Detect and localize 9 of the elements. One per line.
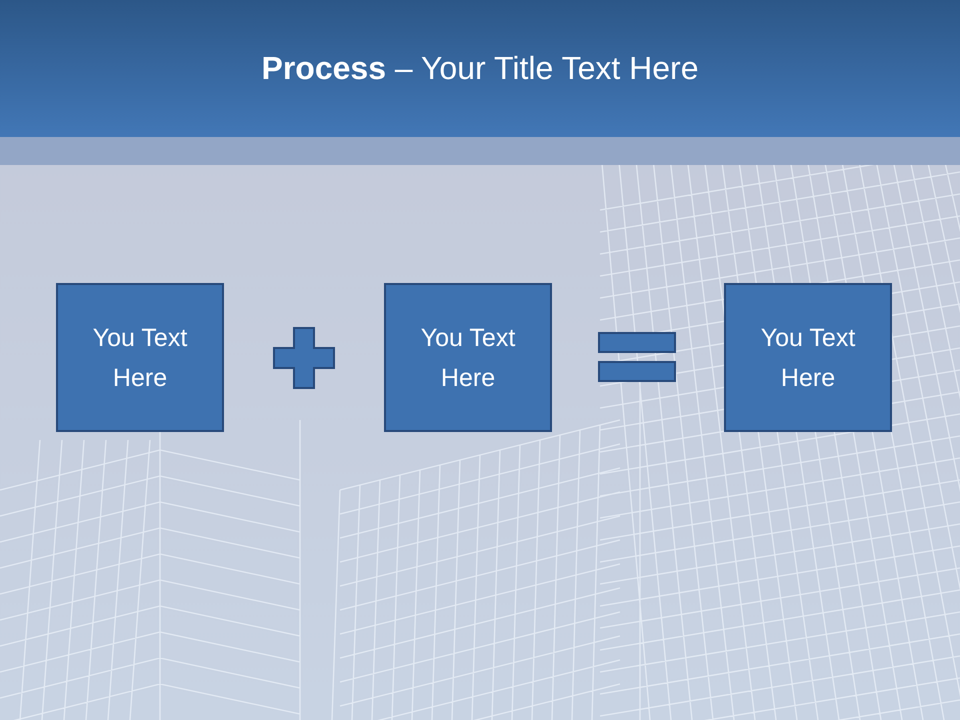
equals-sign [598, 332, 676, 382]
box-text: You Text Here [760, 322, 856, 394]
process-box [724, 283, 892, 432]
box-text: You Text Here [92, 322, 188, 394]
plus-sign [273, 327, 335, 389]
slide-title: Process – Your Title Text Here [260, 50, 700, 87]
process-box [384, 283, 552, 432]
box-text: You Text Here [420, 322, 516, 394]
process-box [56, 283, 224, 432]
